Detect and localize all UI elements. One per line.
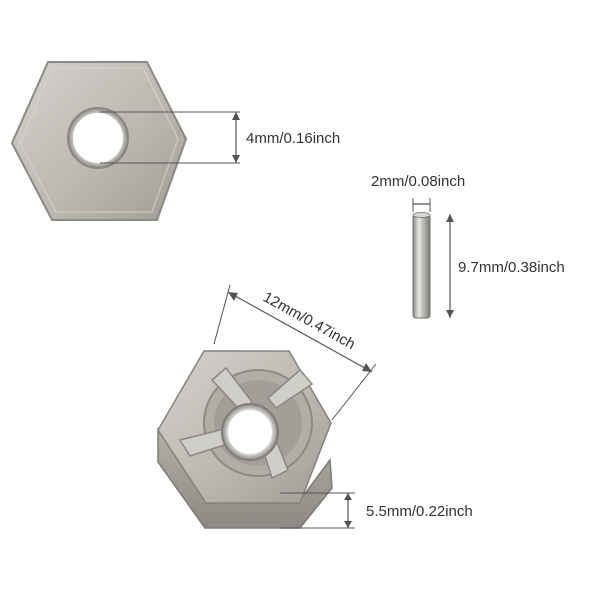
dimension-hole-diameter: 4mm/0.16inch <box>100 111 340 164</box>
dimension-hex-thickness: 5.5mm/0.22inch <box>280 492 473 529</box>
hole-diameter-label: 4mm/0.16inch <box>246 130 340 147</box>
hex-width-label: 12mm/0.47inch <box>260 289 358 354</box>
hex-hub-bottom <box>157 350 333 529</box>
hex-nut-top <box>10 61 188 221</box>
dimension-pin-diameter: 2mm/0.08inch <box>371 173 465 212</box>
pin-length-label: 9.7mm/0.38inch <box>458 259 565 276</box>
pin <box>412 212 431 319</box>
pin-body <box>412 213 431 319</box>
hex-thickness-label: 5.5mm/0.22inch <box>366 503 473 520</box>
pin-diameter-label: 2mm/0.08inch <box>371 173 465 190</box>
dimension-pin-length: 9.7mm/0.38inch <box>446 214 565 318</box>
